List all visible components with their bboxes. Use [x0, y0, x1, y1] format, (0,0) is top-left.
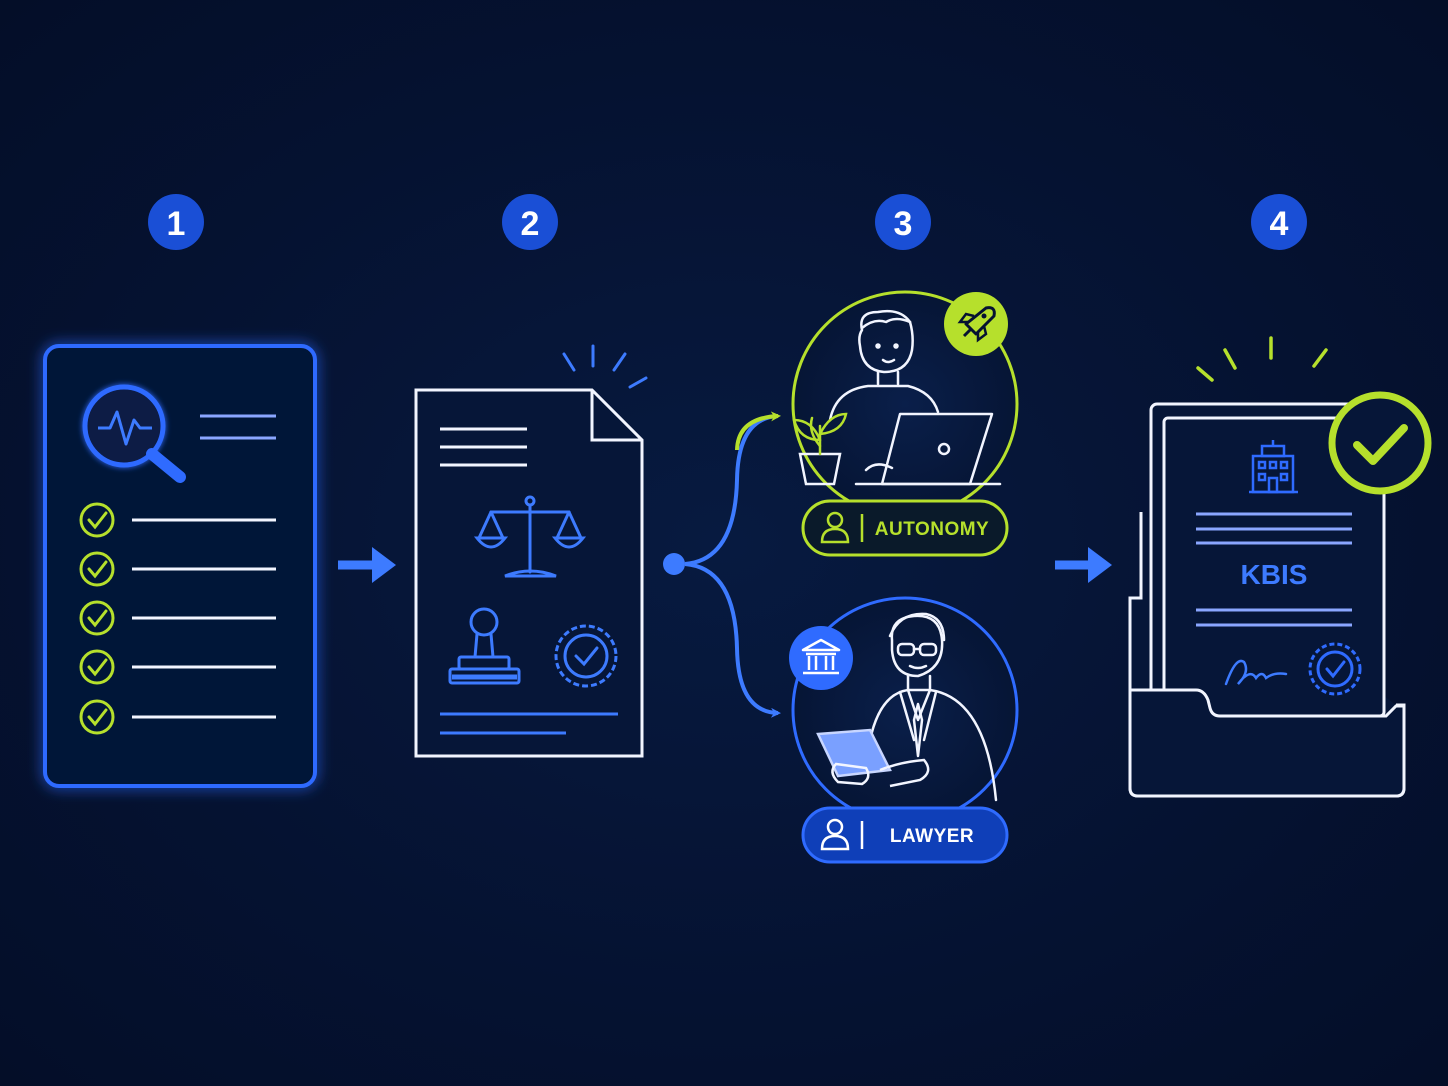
tablet-icon	[816, 728, 930, 788]
magnifier-pulse-icon	[82, 384, 186, 483]
checklist-row-3	[79, 600, 276, 636]
checklist-row-2	[79, 551, 276, 587]
check-badge-icon	[1328, 391, 1432, 495]
step-badge-4: 4	[1251, 194, 1307, 250]
step-number-3: 3	[894, 205, 913, 243]
kbis-certificate-icon: KBIS	[1128, 336, 1432, 798]
lawyer-pill: LAWYER	[801, 806, 1009, 864]
scales-of-justice-icon	[473, 495, 587, 578]
autonomy-label: AUTONOMY	[875, 519, 989, 540]
legal-document-icon	[414, 344, 648, 758]
step-number-2: 2	[521, 205, 540, 243]
stamp-icon	[448, 607, 521, 685]
checklist-document-icon	[43, 344, 317, 788]
bank-icon	[789, 626, 853, 690]
branch-connector	[663, 411, 781, 718]
shine-marks	[562, 344, 648, 389]
kbis-label: KBIS	[1241, 559, 1308, 590]
autonomy-pill: AUTONOMY	[801, 499, 1009, 557]
lawyer-label: LAWYER	[890, 826, 974, 847]
shine-marks	[1196, 336, 1328, 382]
person-laptop-icon	[828, 309, 1002, 486]
seal-badge-icon	[1308, 642, 1362, 696]
step-badge-2: 2	[502, 194, 558, 250]
checklist-row-5	[79, 699, 276, 735]
plant-icon	[792, 412, 848, 486]
arrow-right-icon	[338, 547, 396, 583]
checklist-row-1	[79, 502, 276, 538]
user-icon	[820, 511, 850, 544]
step-badge-3: 3	[875, 194, 931, 250]
checklist-row-4	[79, 649, 276, 685]
building-icon	[1249, 440, 1298, 494]
autonomy-path: AUTONOMY	[791, 290, 1019, 557]
rocket-icon	[944, 292, 1008, 356]
arrow-right-icon	[1055, 547, 1112, 583]
lawyer-person-icon	[868, 612, 998, 802]
signature-icon	[1224, 659, 1288, 686]
seal-badge-icon	[554, 624, 618, 688]
user-icon	[820, 818, 850, 851]
step-number-1: 1	[167, 205, 186, 243]
step-number-4: 4	[1270, 205, 1289, 243]
step-badge-1: 1	[148, 194, 204, 250]
lawyer-path: LAWYER	[789, 596, 1019, 864]
